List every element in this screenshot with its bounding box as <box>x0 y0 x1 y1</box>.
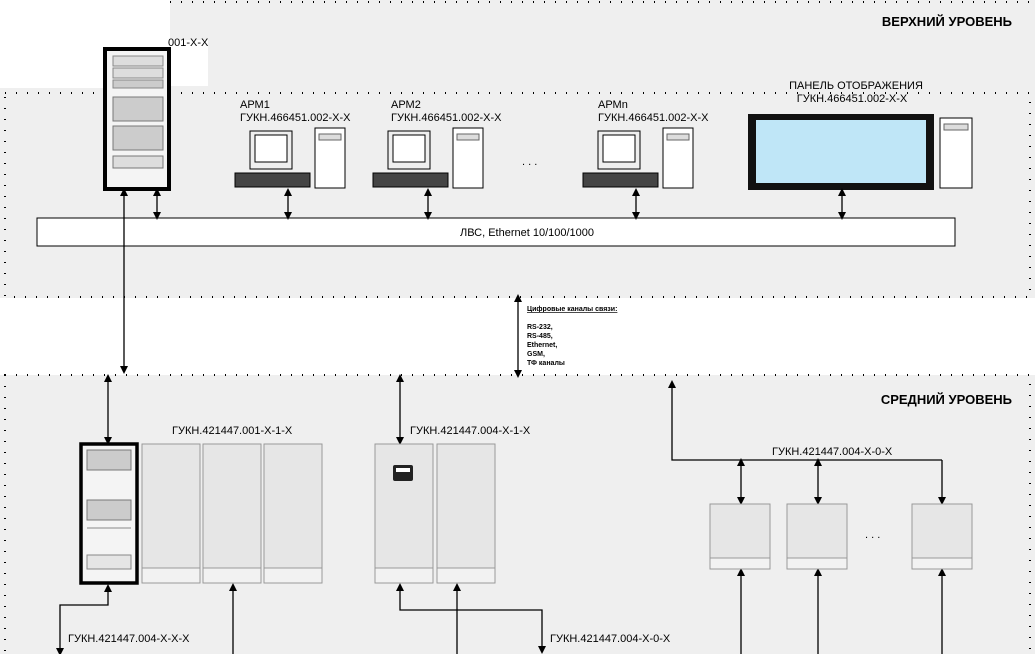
lan-bus <box>36 217 956 247</box>
computer-icon <box>372 127 484 189</box>
svg-text:ГУКН.466451.002-Х-Х: ГУКН.466451.002-Х-Х <box>797 93 908 105</box>
svg-text:Ethernet,: Ethernet, <box>527 342 557 349</box>
workstation-n: АРМn ГУКН.466451.002-Х-Х <box>582 99 709 189</box>
workstation-2: АРМ2 ГУКН.466451.002-Х-Х <box>372 99 502 189</box>
hmi-panel-icon <box>393 465 413 481</box>
svg-text:АРМ2: АРМ2 <box>391 99 421 111</box>
digital-channels-note: Цифровые каналы связи: RS-232, RS-485, E… <box>527 306 617 367</box>
svg-text:Цифровые каналы связи:: Цифровые каналы связи: <box>527 306 617 313</box>
workstation-1: АРМ1 ГУКН.466451.002-Х-Х <box>234 99 351 189</box>
computer-icon <box>234 127 346 189</box>
upper-header-band <box>170 0 1035 88</box>
group3-label: ГУКН.421447.004-Х-0-Х <box>772 446 893 458</box>
svg-text:ГУКН.466451.002-Х-Х: ГУКН.466451.002-Х-Х <box>391 112 502 124</box>
svg-text:RS-485,: RS-485, <box>527 333 553 340</box>
svg-text:ГУКН.466451.002-Х-Х: ГУКН.466451.002-Х-Х <box>240 112 351 124</box>
svg-text:GSM,: GSM, <box>527 351 545 358</box>
svg-text:АРМn: АРМn <box>598 99 628 111</box>
bottom-mid-label: ГУКН.421447.004-Х-0-Х <box>550 633 671 645</box>
svg-text:RS-232,: RS-232, <box>527 324 553 331</box>
svg-text:ПАНЕЛЬ ОТОБРАЖЕНИЯ: ПАНЕЛЬ ОТОБРАЖЕНИЯ <box>789 80 923 92</box>
server-label: 001-Х-Х <box>168 37 209 49</box>
bottom-left-label: ГУКН.421447.004-Х-Х-Х <box>68 633 190 645</box>
lan-label: ЛВС, Ethernet 10/100/1000 <box>460 227 594 239</box>
workstations-ellipsis: . . . <box>522 156 537 168</box>
display-panel: ПАНЕЛЬ ОТОБРАЖЕНИЯ ГУКН.466451.002-Х-Х <box>748 80 973 190</box>
connection-arrows <box>56 188 946 654</box>
cabinet-row-2 <box>374 443 496 584</box>
svg-text:ТФ каналы: ТФ каналы <box>527 360 565 367</box>
svg-text:АРМ1: АРМ1 <box>240 99 270 111</box>
cabinet-row-3 <box>709 503 973 570</box>
middle-level-title: СРЕДНИЙ УРОВЕНЬ <box>881 392 1012 407</box>
cabinets-ellipsis: . . . <box>865 529 880 541</box>
group1-label: ГУКН.421447.001-Х-1-Х <box>172 425 293 437</box>
group2-label: ГУКН.421447.004-Х-1-Х <box>410 425 531 437</box>
controller-cabinet-icon <box>79 442 139 585</box>
upper-level-title: ВЕРХНИЙ УРОВЕНЬ <box>882 14 1012 29</box>
server-rack-icon <box>103 47 171 191</box>
cabinet-row-1 <box>141 443 323 584</box>
svg-text:ГУКН.466451.002-Х-Х: ГУКН.466451.002-Х-Х <box>598 112 709 124</box>
computer-icon <box>582 127 694 189</box>
